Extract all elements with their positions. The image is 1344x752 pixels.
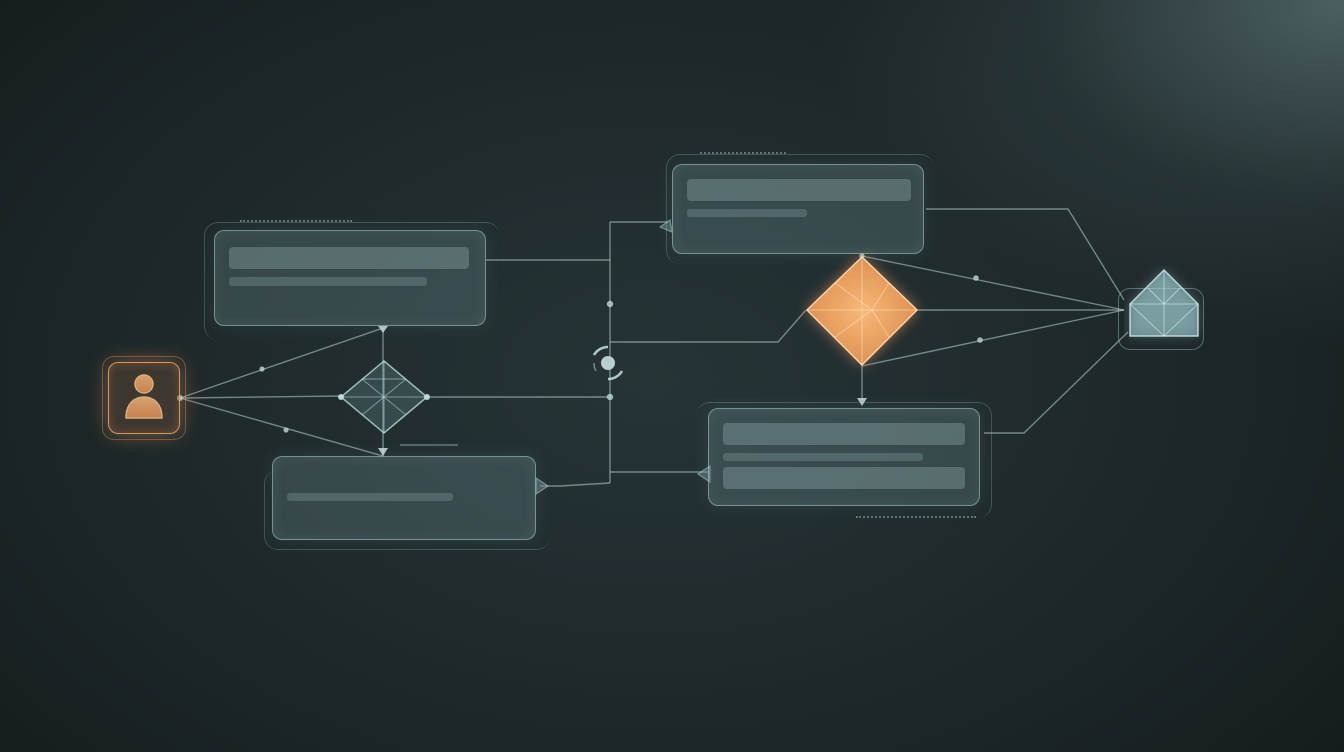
line-node <box>606 393 614 401</box>
line-node <box>259 366 265 372</box>
text-placeholder-line <box>287 493 453 501</box>
junction-node[interactable] <box>586 341 630 385</box>
connector-bottom-right-output <box>984 331 1129 434</box>
panel-frame <box>666 154 934 264</box>
connector-bottom-box-bus <box>540 482 611 487</box>
start-node[interactable] <box>108 362 180 434</box>
panel-frame <box>264 470 550 550</box>
process-box-bottom-left[interactable] <box>272 456 536 540</box>
panel-frame <box>696 402 992 518</box>
box-pointer <box>658 218 673 233</box>
arrow-head <box>378 448 388 456</box>
connector-bus-orange <box>610 309 807 343</box>
text-placeholder-bar <box>687 179 911 201</box>
line-node <box>977 337 983 343</box>
connector-person-top <box>179 327 384 399</box>
line-node <box>283 427 289 433</box>
arrow-head <box>857 398 867 406</box>
connector-orange-top-output <box>861 255 1125 311</box>
connector-person-bottom <box>179 397 384 457</box>
arrow-head <box>378 326 388 333</box>
output-node[interactable] <box>1124 266 1204 346</box>
text-placeholder-line <box>229 277 427 286</box>
tick-marks <box>700 152 786 154</box>
box-pointer <box>696 464 711 484</box>
text-placeholder-line <box>723 453 923 461</box>
decision-diamond-orange[interactable] <box>797 247 927 377</box>
process-box-bottom-right[interactable] <box>708 408 980 506</box>
person-icon <box>124 373 163 419</box>
line-node <box>606 300 614 308</box>
connector-top-right-output <box>926 208 1125 301</box>
text-placeholder-bar <box>229 247 469 269</box>
text-placeholder-line <box>687 209 807 217</box>
tick-marks <box>240 220 352 222</box>
connector-person-diamond <box>179 395 344 399</box>
process-box-top-left[interactable] <box>214 230 486 326</box>
text-placeholder-bar <box>723 467 965 489</box>
tick-marks <box>856 516 976 518</box>
decision-diamond-teal[interactable] <box>334 357 434 437</box>
process-box-top-right[interactable] <box>672 164 924 254</box>
tick-marks <box>400 444 458 446</box>
start-node-frame <box>102 356 186 440</box>
connector-orange-bottom-output <box>861 309 1125 367</box>
line-node <box>177 395 183 401</box>
panel-frame <box>204 222 500 340</box>
text-placeholder-bar <box>723 423 965 445</box>
line-node <box>973 275 979 281</box>
